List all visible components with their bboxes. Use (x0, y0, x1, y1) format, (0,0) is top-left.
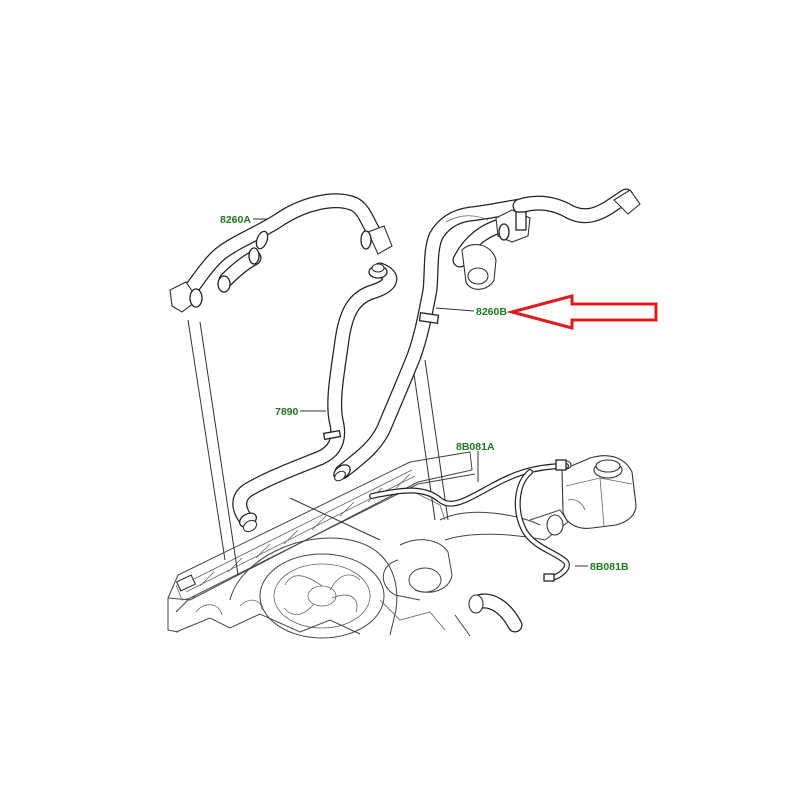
callout-8B081A: 8B081A (456, 441, 495, 453)
callout-8B081B: 8B081B (590, 561, 629, 573)
coolant-expansion-tank (560, 455, 637, 529)
hose-8260A (169, 193, 393, 313)
callout-labels: 8260A 8260B 7890 8B081A 8B081B (220, 214, 629, 573)
callout-8260B: 8260B (476, 306, 507, 318)
callout-7890: 7890 (275, 406, 299, 418)
highlight-arrow (506, 294, 658, 330)
hose-7890 (232, 262, 398, 533)
engine-radiator-assembly (167, 451, 569, 639)
leader-lines (187, 218, 588, 576)
bleed-pipe-8B081 (369, 459, 570, 582)
callout-8260A: 8260A (220, 214, 251, 226)
hose-8260B (333, 188, 641, 482)
